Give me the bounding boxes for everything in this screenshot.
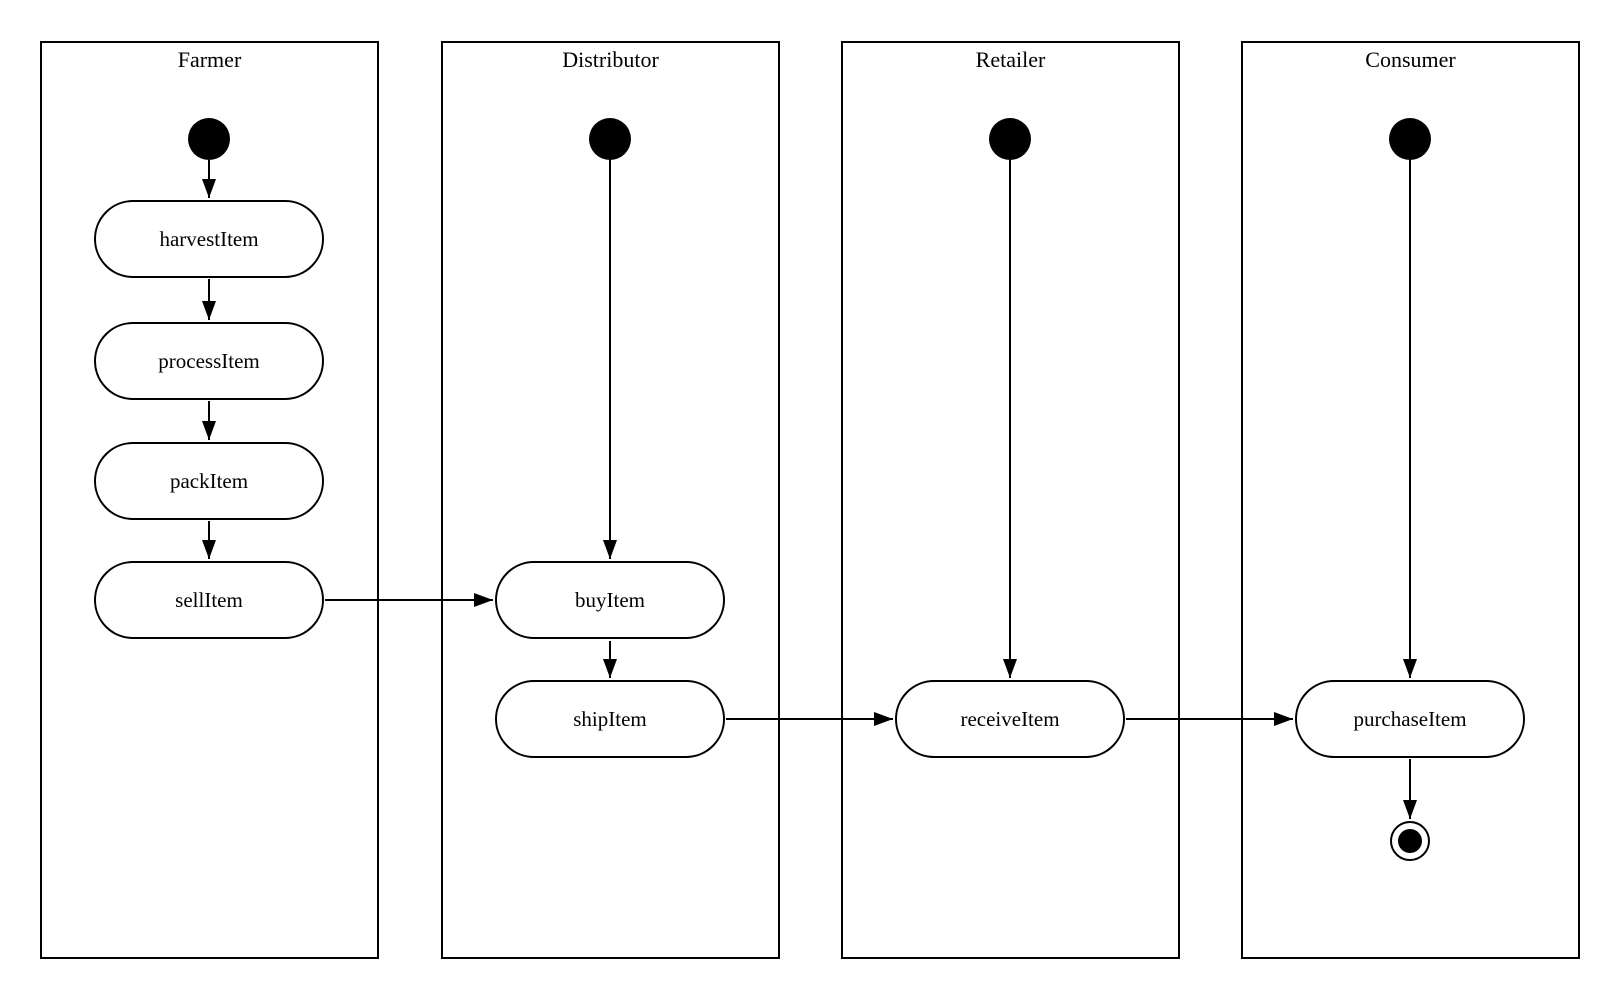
action-sellitem: sellItem [94,561,324,639]
initial-node-retailer [989,118,1031,160]
action-buyitem: buyItem [495,561,725,639]
action-receiveitem: receiveItem [895,680,1125,758]
lane-retailer: Retailer [841,41,1180,959]
lane-title-retailer: Retailer [975,47,1046,72]
lane-farmer: Farmer [40,41,379,959]
initial-node-distributor [589,118,631,160]
action-harvestitem: harvestItem [94,200,324,278]
action-processitem: processItem [94,322,324,400]
initial-node-consumer [1389,118,1431,160]
final-node-consumer [1390,821,1430,861]
action-purchaseitem: purchaseItem [1295,680,1525,758]
final-node-inner-dot [1398,829,1422,853]
action-shipitem: shipItem [495,680,725,758]
lane-title-consumer: Consumer [1365,47,1456,72]
initial-node-farmer [188,118,230,160]
lane-title-farmer: Farmer [177,47,242,72]
action-packitem: packItem [94,442,324,520]
lane-distributor: Distributor [441,41,780,959]
lane-consumer: Consumer [1241,41,1580,959]
lane-title-distributor: Distributor [562,47,659,72]
